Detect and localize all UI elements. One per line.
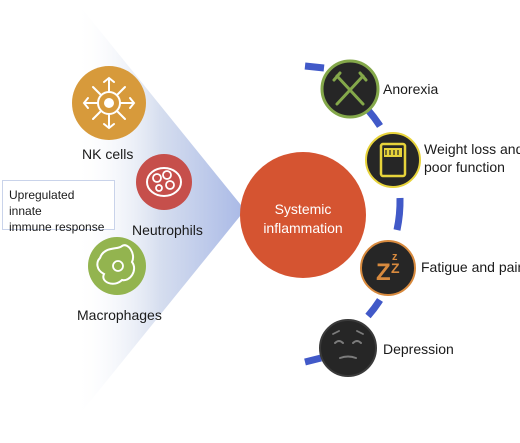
svg-text:Z: Z <box>376 259 391 286</box>
outcome-fatigue-label: Fatigue and pain <box>421 259 520 275</box>
scale-icon <box>365 132 421 188</box>
neutrophil-icon <box>136 154 192 210</box>
outcome-depression-label: Depression <box>383 341 454 357</box>
fork-knife-icon <box>320 59 380 119</box>
nk-cell-icon <box>72 66 146 140</box>
systemic-inflammation-label: Systemic inflammation <box>244 200 362 238</box>
zzz-icon: Z Z z <box>360 240 416 296</box>
macrophages-label: Macrophages <box>77 307 162 323</box>
systemic-inflammation-circle <box>240 152 366 278</box>
innate-response-box: Upregulated innate immune response <box>2 180 115 234</box>
center-line1: Systemic <box>274 201 332 217</box>
center-line2: inflammation <box>263 220 343 236</box>
outcome-anorexia-label: Anorexia <box>383 81 439 97</box>
neutrophils-label: Neutrophils <box>132 222 203 238</box>
macrophage-icon <box>88 237 146 295</box>
outcome-weight-loss-label-line2: poor function <box>424 159 505 175</box>
sad-face-icon <box>319 319 377 377</box>
svg-text:Z: Z <box>391 260 400 276</box>
svg-text:z: z <box>392 251 398 263</box>
innate-response-line2: immune response <box>9 220 105 234</box>
outcome-weight-loss-label-line1: Weight loss and <box>424 141 520 157</box>
innate-response-line1: Upregulated innate <box>9 188 75 218</box>
nk-cells-label: NK cells <box>82 146 134 162</box>
